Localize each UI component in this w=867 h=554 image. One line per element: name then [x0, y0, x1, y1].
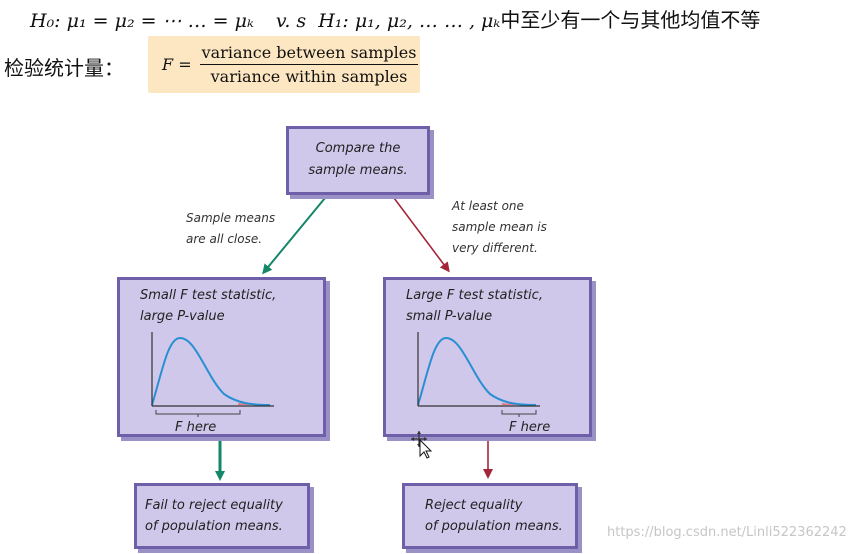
f-here-label-right: F here: [509, 420, 551, 435]
reject-box: Reject equality of population means.: [402, 483, 578, 549]
left-note-line2: are all close.: [186, 232, 263, 246]
arrow-to-large-f: [393, 197, 450, 273]
small-f-box: Small F test statistic, large P-value F …: [117, 277, 326, 437]
f-statistic-formula: F = variance between samples variance wi…: [148, 36, 420, 93]
arrow-to-small-f: [262, 197, 326, 275]
f-distribution-plot-right: [417, 332, 540, 417]
right-note-line2: sample mean is: [452, 220, 547, 234]
left-note-line1: Sample means: [186, 211, 276, 225]
move-cursor-icon: [411, 431, 433, 459]
reject-line1: Reject equality: [425, 498, 523, 513]
f-curve-right: [417, 336, 537, 406]
test-statistic-label: 检验统计量：: [4, 56, 124, 80]
fail-to-reject-box: Fail to reject equality of population me…: [134, 483, 310, 549]
reject-line2: of population means.: [425, 519, 563, 534]
fail-to-reject-line2: of population means.: [145, 519, 283, 534]
large-f-line1: Large F test statistic,: [406, 288, 543, 303]
null-hypothesis: H₀: μ₁ = μ₂ = ⋯ … = μₖ: [30, 10, 254, 32]
watermark: https://blog.csdn.net/Linli522362242: [607, 525, 847, 540]
small-f-line2: large P-value: [140, 309, 225, 324]
alternative-hypothesis-text: 中至少有一个与其他均值不等: [500, 8, 761, 32]
formula-denominator: variance within samples: [210, 67, 408, 86]
hypothesis-line: H₀: μ₁ = μ₂ = ⋯ … = μₖ v. s H₁: μ₁, μ₂, …: [30, 4, 867, 34]
compare-means-line1: Compare the: [315, 141, 401, 156]
right-note-line3: very different.: [452, 241, 538, 255]
f-tail-region-right: [502, 402, 534, 405]
right-note-line1: At least one: [452, 199, 524, 213]
formula-numerator: variance between samples: [199, 43, 419, 65]
f-distribution-plot-left: [151, 332, 274, 417]
left-branch-note: Sample means are all close.: [186, 208, 275, 250]
f-here-label-left: F here: [175, 420, 217, 435]
alternative-hypothesis: H₁: μ₁, μ₂, … … , μₖ: [318, 10, 501, 32]
f-tail-region-left: [238, 402, 266, 405]
formula-lhs: F =: [162, 55, 192, 74]
large-f-box: Large F test statistic, small P-value F …: [383, 277, 592, 437]
large-f-line2: small P-value: [406, 309, 493, 324]
compare-means-line2: sample means.: [308, 163, 408, 178]
small-f-line1: Small F test statistic,: [140, 288, 277, 303]
fail-to-reject-line1: Fail to reject equality: [145, 498, 283, 513]
f-bracket-left: [155, 410, 241, 417]
formula-fraction: variance between samples variance within…: [199, 43, 419, 86]
f-bracket-right: [501, 410, 537, 417]
compare-means-box: Compare the sample means.: [286, 126, 430, 195]
versus-label: v. s: [275, 10, 307, 32]
right-branch-note: At least one sample mean is very differe…: [452, 196, 547, 259]
f-curve-left: [151, 336, 271, 406]
